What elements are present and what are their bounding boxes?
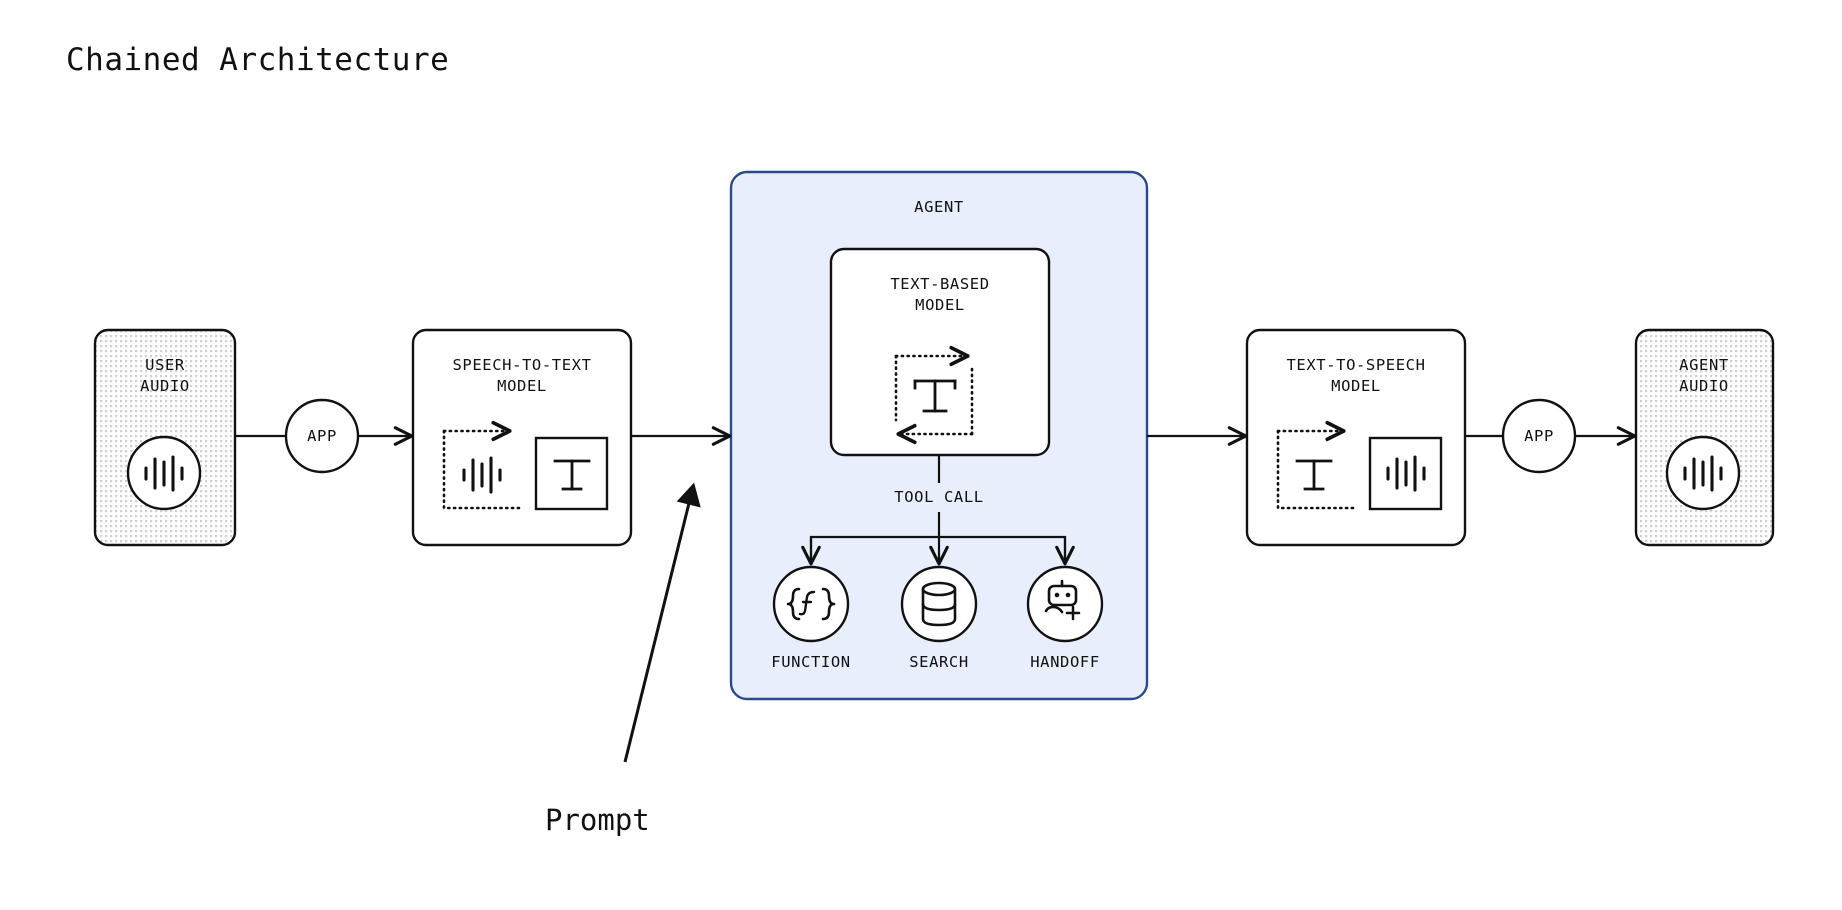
text-to-speech-label: TEXT-TO-SPEECH MODEL	[1286, 356, 1426, 395]
node-user-audio[interactable]	[93, 328, 237, 547]
tool-handoff[interactable]	[1026, 565, 1104, 643]
tool-search-label: SEARCH	[909, 653, 969, 671]
speech-to-text-label: SPEECH-TO-TEXT MODEL	[452, 356, 592, 395]
agent-audio-label: AGENT AUDIO	[1679, 356, 1729, 395]
agent-label: AGENT	[914, 198, 964, 216]
prompt-arrow	[623, 482, 701, 763]
function-braces-icon	[786, 587, 836, 621]
audio-waveform-dotted-box-icon	[442, 420, 524, 510]
tool-function[interactable]	[772, 565, 850, 643]
node-agent-audio[interactable]	[1634, 328, 1775, 547]
audio-waveform-solid-box-icon	[1368, 436, 1443, 511]
tool-call-connectors	[801, 455, 1075, 566]
user-audio-label: USER AUDIO	[140, 356, 190, 395]
prompt-annotation-label: Prompt	[545, 803, 650, 837]
search-circle[interactable]	[900, 565, 978, 643]
text-t-dotted-loop-icon	[894, 345, 974, 445]
tool-function-label: FUNCTION	[771, 653, 851, 671]
node-text-based-model[interactable]	[829, 247, 1051, 457]
tool-call-label: TOOL CALL	[894, 488, 984, 506]
function-circle[interactable]	[772, 565, 850, 643]
tool-search[interactable]	[900, 565, 978, 643]
text-t-solid-box-icon	[534, 436, 609, 511]
robot-plus-icon	[1044, 579, 1081, 621]
database-cylinder-icon	[921, 581, 957, 627]
page-title: Chained Architecture	[66, 42, 450, 78]
audio-waveform-circle-icon	[126, 435, 202, 511]
app-output-label: APP	[1524, 427, 1554, 445]
text-based-model-label: TEXT-BASED MODEL	[890, 275, 990, 314]
tool-handoff-label: HANDOFF	[1030, 653, 1100, 671]
audio-waveform-circle-icon	[1665, 435, 1741, 511]
text-t-dotted-box-icon	[1276, 420, 1358, 510]
app-input-label: APP	[307, 427, 337, 445]
